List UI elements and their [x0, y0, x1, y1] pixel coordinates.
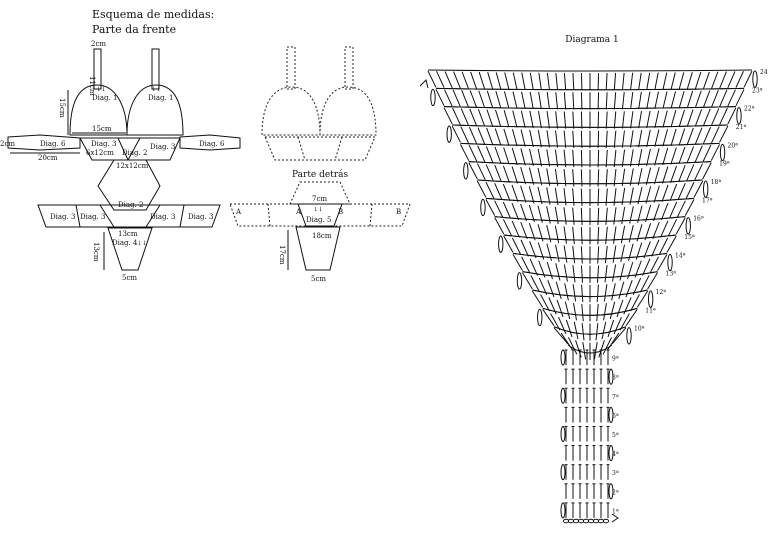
bottom-arrows: ↓↓ [137, 240, 147, 247]
right-strap [151, 48, 160, 90]
diagram-title: Diagrama 1 [565, 35, 618, 45]
row-label: 19ª [719, 161, 730, 168]
center-band: Diag. 3 6x12cm Diag. 2 Diag. 3 [79, 137, 181, 161]
side-width-label: 2cm [0, 140, 15, 148]
back-band [264, 136, 376, 161]
row-label: 21ª [736, 124, 747, 131]
band-size-label: 6x12cm [86, 149, 114, 157]
back-bottom [295, 226, 341, 271]
row-label: 24ª [760, 69, 768, 76]
lower-diag3-a: Diag. 3 [50, 213, 75, 221]
row-label: 9ª [612, 356, 619, 363]
back-base-label: 5cm [311, 275, 326, 283]
center-hexagon: 12x12cm Diag. 2 [97, 159, 161, 211]
bottom-top-label: 13cm [118, 230, 138, 238]
back-point-a-left: A [235, 208, 242, 216]
row-label: 23ª [752, 87, 763, 94]
row-label: 6ª [612, 413, 619, 420]
strap-width-label: 2cm [91, 40, 106, 48]
bottom-height-label: 13cm [92, 242, 100, 262]
lower-band: Diag. 3 Diag. 3 Diag. 3 Diag. 3 [37, 204, 221, 228]
row-label: 18ª [711, 179, 722, 186]
bottom-base-label: 5cm [122, 274, 137, 282]
fan-stitches [419, 69, 758, 360]
right-cup-label: Diag. 1 [148, 94, 173, 102]
stem-stitches [560, 349, 619, 524]
left-band-label: Diag. 6 [40, 140, 66, 148]
lower-diag3-d: Diag. 3 [188, 213, 213, 221]
front-part-title: Parte da frente [92, 23, 176, 36]
band-right [117, 137, 181, 161]
back-diag5 [297, 203, 343, 227]
row-label: 13ª [666, 271, 677, 278]
lower-diag3-c: Diag. 3 [150, 213, 175, 221]
row-label: 5ª [612, 432, 619, 439]
right-side-band [179, 134, 241, 151]
hex-size-label: 12x12cm [116, 162, 149, 170]
lower-band-outline [37, 204, 221, 228]
bottom-diag4-label: Diag. 4 [112, 239, 138, 247]
front-cups: Diag. 1 Diag. 1 ↓↓ ↓↓ 15cm 15cm [58, 84, 184, 136]
row-label: 10ª [634, 326, 645, 333]
back-top-label: 7cm [312, 195, 327, 203]
back-point-b-right: B [396, 208, 401, 216]
row-label: 7ª [612, 394, 619, 401]
band-diag2-label: Diag. 2 [122, 149, 147, 157]
back-part-title: Parte detrás [292, 169, 348, 180]
measurement-schema: Esquema de medidas: Parte da frente 2cm … [0, 8, 411, 283]
row-label: 2ª [612, 489, 619, 496]
row-label: 14ª [675, 252, 686, 259]
hexagon [97, 159, 161, 211]
right-cup-arrows: ↓↓ [151, 86, 161, 93]
row-label: 15ª [684, 234, 695, 241]
row-label: 22ª [744, 106, 755, 113]
bottom-trapezoid [107, 227, 153, 271]
back-right-cup [319, 86, 377, 136]
schema-title: Esquema de medidas: [92, 8, 214, 21]
stitch-diagram: Diagrama 1 1ª 2ª 3ª 4ª 5ª 6ª 7ª 8ª 9ª 10ª 11ª 12ª 13… [419, 35, 768, 524]
back-mid-label: 18cm [312, 232, 332, 240]
back-right-strap [344, 46, 354, 90]
right-band-label: Diag. 6 [199, 140, 225, 148]
cup-width-label: 15cm [92, 125, 112, 133]
back-height-label: 17cm [278, 245, 286, 265]
back-left-cup [261, 86, 321, 136]
row-labels: 1ª 2ª 3ª 4ª 5ª 6ª 7ª 8ª 9ª 10ª 11ª 12ª 13ª 14ª 15ª 16ª 1… [612, 69, 768, 515]
row-label: 8ª [612, 375, 619, 382]
band-diag3b-label: Diag. 3 [150, 143, 175, 151]
back-lower-band [229, 203, 411, 227]
right-cup [126, 84, 184, 136]
row-label: 3ª [612, 470, 619, 477]
row-label: 12ª [656, 289, 667, 296]
row-label: 20ª [728, 142, 739, 149]
left-side-band [7, 134, 81, 151]
band-diag3-label: Diag. 3 [91, 140, 116, 148]
back-diag5-label: Diag. 5 [306, 216, 331, 224]
side-bands: Diag. 6 Diag. 6 2cm 20cm [0, 134, 241, 162]
left-cup-arrows: ↓↓ [96, 86, 106, 93]
cup-height-label: 15cm [58, 98, 66, 118]
left-strap [93, 48, 102, 90]
row-label: 16ª [693, 216, 704, 223]
row-label: 4ª [612, 451, 619, 458]
back-left-strap [286, 46, 296, 90]
back-part: Parte detrás 7cm A A B B ↓↓ Diag. 5 18cm… [229, 46, 411, 283]
left-cup [69, 84, 128, 136]
back-arrows: ↓↓ [313, 206, 323, 213]
row-label: 17ª [702, 197, 713, 204]
side-length-label: 20cm [38, 154, 58, 162]
row-label: 11ª [645, 307, 656, 314]
bottom-piece: 13cm Diag. 4 ↓↓ 13cm 5cm [92, 227, 153, 282]
back-point-a: A [295, 208, 302, 216]
row-label: 1ª [612, 508, 619, 515]
left-cup-label: Diag. 1 [92, 94, 117, 102]
lower-diag3-b: Diag. 3 [80, 213, 105, 221]
back-point-b: B [338, 208, 343, 216]
